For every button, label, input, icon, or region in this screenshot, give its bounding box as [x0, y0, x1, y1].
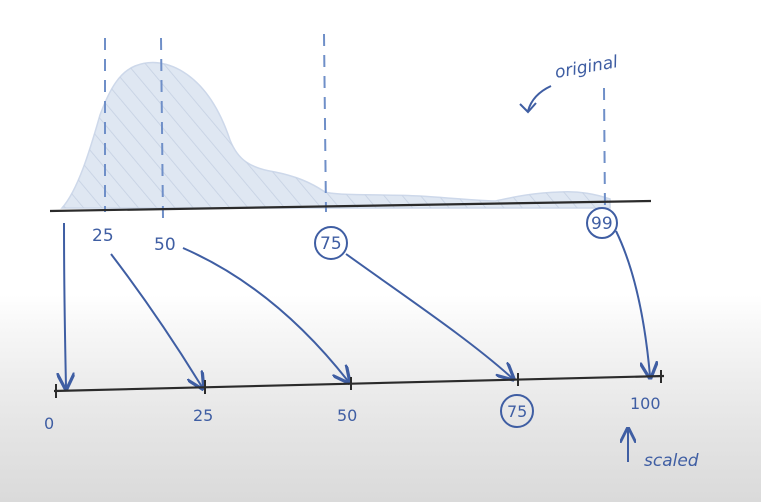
dashed-guides — [104, 33, 606, 219]
original-label-25: 25 — [92, 226, 114, 246]
original-annotation: original — [553, 52, 619, 83]
original-label-75-circle — [314, 226, 348, 260]
original-annotation-arrowhead — [519, 102, 537, 114]
scaled-axis-ticks — [55, 370, 662, 398]
mapping-arrows — [64, 222, 650, 387]
scaled-label-50: 50 — [337, 406, 357, 425]
original-annotation-arrow — [527, 85, 552, 112]
guide-99 — [603, 87, 606, 213]
scaled-label-100: 100 — [630, 394, 661, 413]
mapping-arrow-99 — [615, 230, 650, 376]
original-label-75: 75 — [320, 234, 342, 254]
scaled-label-25: 25 — [193, 406, 213, 425]
scaled-annotation: scaled — [644, 451, 699, 471]
scaled-labels: 0 25 50 75 100 — [44, 394, 661, 433]
original-label-99: 99 — [591, 214, 613, 234]
original-labels: 25 50 75 99 — [92, 207, 618, 260]
original-distribution — [60, 61, 611, 209]
mapping-arrow-75 — [345, 253, 512, 378]
scaled-axis-line — [53, 374, 665, 393]
scaled-label-75: 75 — [507, 402, 527, 421]
mapping-arrow-50 — [182, 247, 348, 381]
mapping-arrow-0 — [64, 222, 66, 387]
scaled-label-75-circle — [500, 394, 534, 428]
original-axis-line — [49, 199, 652, 213]
original-label-50: 50 — [154, 235, 176, 255]
original-label-99-circle — [586, 207, 618, 239]
scaled-label-0: 0 — [44, 414, 54, 433]
distribution-hatching — [62, 62, 610, 208]
guide-50 — [160, 37, 164, 219]
mapping-arrow-25 — [110, 253, 202, 387]
guide-75 — [323, 33, 327, 213]
